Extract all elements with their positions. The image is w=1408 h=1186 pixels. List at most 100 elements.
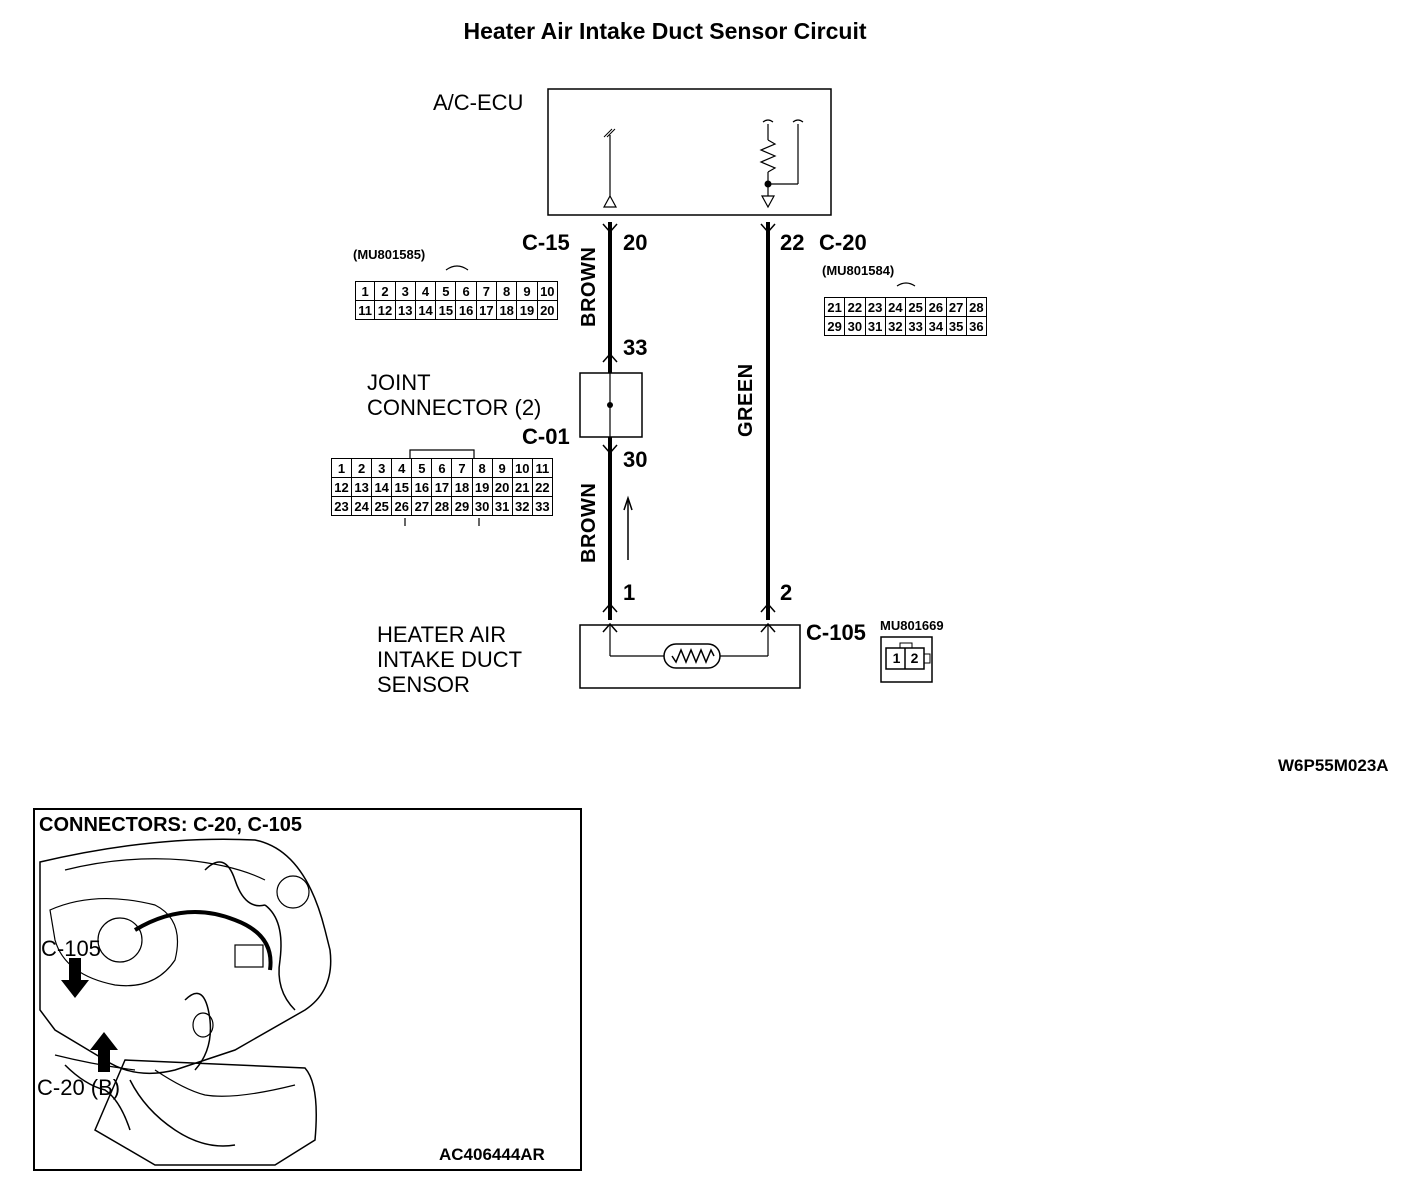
connector-c20-pin: 27 xyxy=(945,297,967,317)
callout-c20: C-20 (B) xyxy=(37,1075,121,1100)
connector-c20-pin: 25 xyxy=(904,297,927,317)
connector-c105-pin-2: 2 xyxy=(910,650,919,666)
connector-c01-pin: 6 xyxy=(431,458,453,478)
connector-c15-pin: 15 xyxy=(435,300,457,320)
pin-sensor-right: 2 xyxy=(780,580,793,605)
sensor-label-line3: SENSOR xyxy=(377,672,470,697)
wire-label-right: GREEN xyxy=(735,363,757,437)
connector-c01-pin: 23 xyxy=(330,496,353,516)
connector-c105-pin-1: 1 xyxy=(892,650,901,666)
connector-c01-pin: 32 xyxy=(511,496,533,516)
connector-c01-pin: 28 xyxy=(431,496,453,516)
connector-c15-pin: 16 xyxy=(455,300,477,320)
connector-c15-pin: 2 xyxy=(374,281,396,301)
joint-label-line2: CONNECTOR (2) xyxy=(367,395,542,420)
connector-c01-pin: 21 xyxy=(511,477,533,497)
diagram-code: W6P55M023A xyxy=(1278,756,1389,775)
connector-c01-pin: 1 xyxy=(330,458,353,478)
connector-c15-pin: 18 xyxy=(496,300,518,320)
connector-c01-pin: 10 xyxy=(511,458,533,478)
connector-c01-pin: 29 xyxy=(451,496,473,516)
joint-label-line1: JOINT xyxy=(367,370,431,395)
connector-c01-pin: 16 xyxy=(411,477,433,497)
connector-c20-pin: 30 xyxy=(844,316,866,336)
connector-c15-pin: 1 xyxy=(354,281,376,301)
connector-c01-pin: 31 xyxy=(491,496,513,516)
sensor-label-line1: HEATER AIR xyxy=(377,622,507,647)
connector-c01-pin: 3 xyxy=(371,458,393,478)
connector-c15-pin: 5 xyxy=(435,281,457,301)
sensor-label-line2: INTAKE DUCT xyxy=(377,647,523,672)
connector-c20-pin: 28 xyxy=(965,297,988,317)
pin-ecu-right: 22 xyxy=(780,230,805,255)
connector-c01-pin: 9 xyxy=(491,458,513,478)
connector-c20-pin: 32 xyxy=(884,316,907,336)
connector-c01-pin: 7 xyxy=(451,458,473,478)
connector-c15-pin: 7 xyxy=(475,281,498,301)
joint-connector-box xyxy=(579,372,643,438)
connector-c01-pin: 22 xyxy=(531,477,554,497)
connector-c15-pin: 17 xyxy=(475,300,498,320)
connector-c20-pin: 33 xyxy=(904,316,927,336)
connector-c01-pin: 12 xyxy=(330,477,353,497)
diagram-title: Heater Air Intake Duct Sensor Circuit xyxy=(463,18,867,44)
connector-c20-pin: 24 xyxy=(884,297,907,317)
pin-joint-bottom: 30 xyxy=(623,447,648,472)
connector-c15-pin: 9 xyxy=(516,281,538,301)
connector-c20-pin: 29 xyxy=(823,316,846,336)
connector-c01-pin: 19 xyxy=(471,477,493,497)
connector-c15-part: (MU801585) xyxy=(353,247,426,262)
connector-c20-name: C-20 xyxy=(819,230,867,255)
connector-c01-pin: 11 xyxy=(531,458,554,478)
connector-c01-pin: 27 xyxy=(411,496,433,516)
connector-c01-name: C-01 xyxy=(522,424,570,449)
sensor-box xyxy=(579,624,801,689)
dashboard-illustration xyxy=(39,838,332,1166)
connector-c105-part: MU801669 xyxy=(880,618,944,633)
connector-c15-pin: 4 xyxy=(414,281,437,301)
connector-c15-pin: 6 xyxy=(455,281,477,301)
wire-label-left-upper: BROWN xyxy=(578,246,600,327)
connector-location-panel: CONNECTORS: C-20, C-105 C-105 C-20 (B) A… xyxy=(33,808,582,1171)
connector-c01-pin: 25 xyxy=(371,496,393,516)
connector-c20-pin: 35 xyxy=(945,316,967,336)
connector-c01-pin: 20 xyxy=(491,477,513,497)
connector-c01-pin: 26 xyxy=(391,496,413,516)
connector-c20-pin: 23 xyxy=(864,297,886,317)
location-title: CONNECTORS: C-20, C-105 xyxy=(39,814,303,836)
ecu-box xyxy=(547,88,832,216)
pin-ecu-left: 20 xyxy=(623,230,648,255)
wire-label-left-lower: BROWN xyxy=(578,482,600,563)
connector-c01-pin: 13 xyxy=(351,477,373,497)
connector-c01-pin: 18 xyxy=(451,477,473,497)
connector-c15-pin: 20 xyxy=(536,300,559,320)
connector-c20-part: (MU801584) xyxy=(822,263,895,278)
connector-c15-pin: 13 xyxy=(394,300,416,320)
connector-c20-pin: 31 xyxy=(864,316,886,336)
connector-c20-pin: 34 xyxy=(925,316,947,336)
connector-c20-pin: 36 xyxy=(965,316,988,336)
connector-c15-pin: 3 xyxy=(394,281,416,301)
connector-c15-pin: 12 xyxy=(374,300,396,320)
connector-c01-pin: 14 xyxy=(371,477,393,497)
connector-c20-pin: 26 xyxy=(925,297,947,317)
callout-c105: C-105 xyxy=(41,936,101,961)
connector-c01-pin: 8 xyxy=(471,458,493,478)
connector-c01-pin: 5 xyxy=(411,458,433,478)
connector-c105-name: C-105 xyxy=(806,620,866,645)
pin-sensor-left: 1 xyxy=(623,580,636,605)
connector-c01-pin: 33 xyxy=(531,496,554,516)
connector-c15-pin: 14 xyxy=(414,300,437,320)
connector-c01-pin: 2 xyxy=(351,458,373,478)
connector-c01-pin: 17 xyxy=(431,477,453,497)
